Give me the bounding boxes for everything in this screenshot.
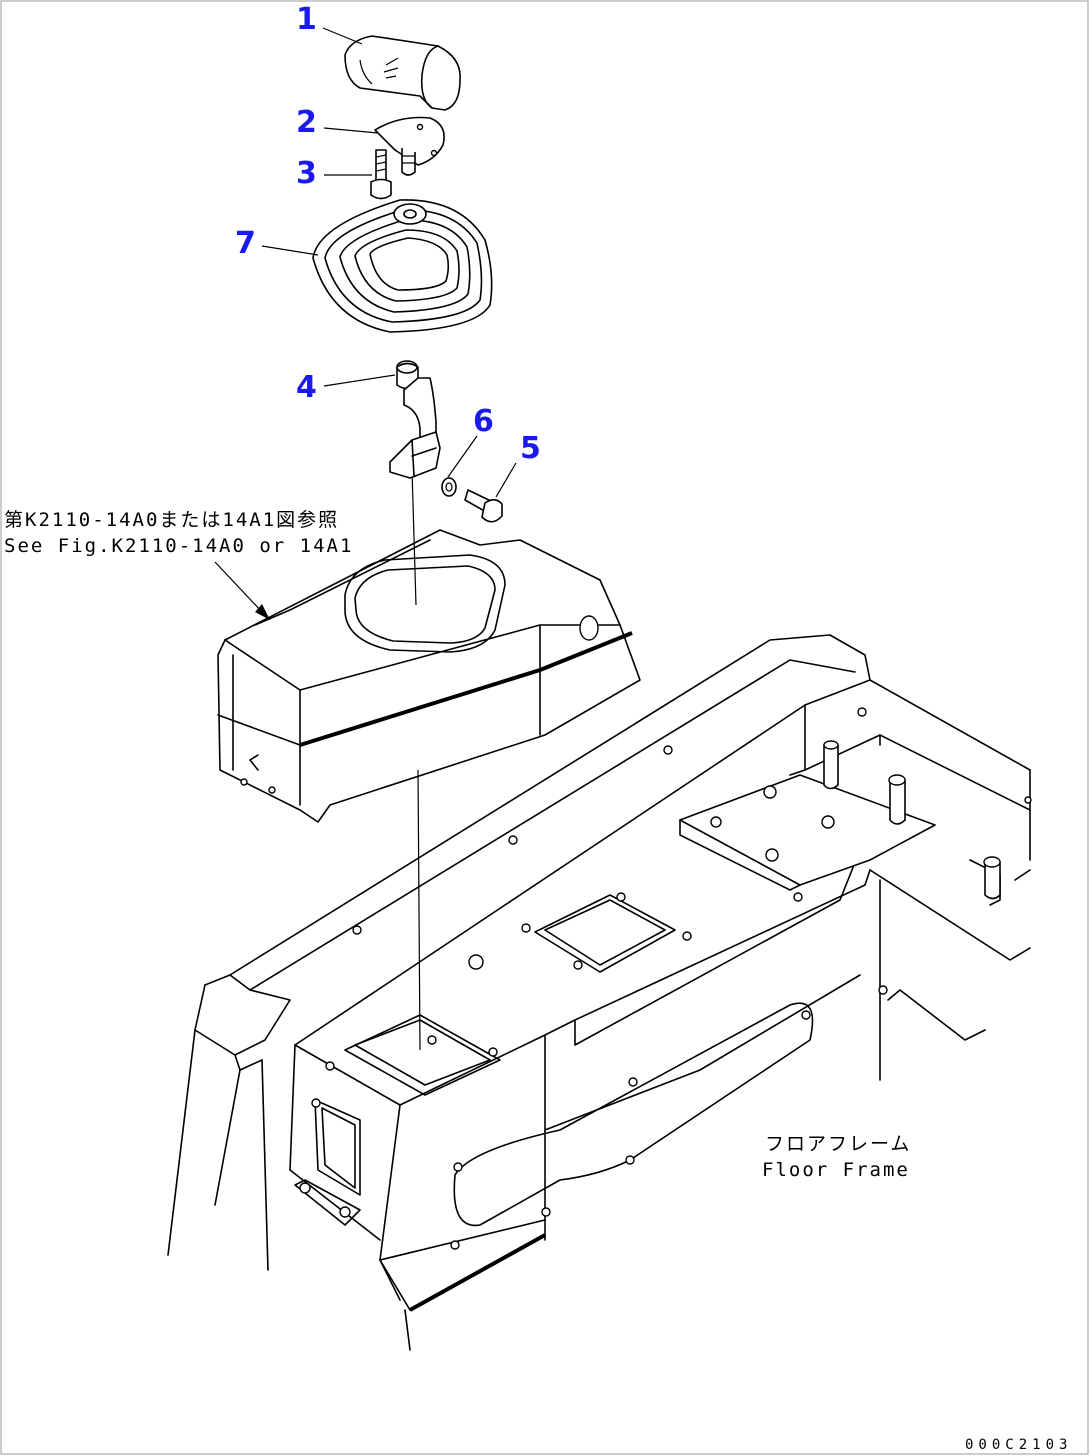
screw <box>370 149 392 200</box>
bolt <box>464 489 503 523</box>
assembly-axis-lower <box>417 769 421 1051</box>
callout-5: 5 <box>520 431 541 466</box>
boot <box>312 199 493 333</box>
knob <box>344 35 461 111</box>
console-cover <box>217 529 641 823</box>
floor-frame <box>167 634 1032 1351</box>
lever <box>389 360 441 479</box>
leader-5 <box>495 462 517 498</box>
callout-7: 7 <box>235 226 256 261</box>
frame-label-en: Floor Frame <box>762 1159 910 1181</box>
leader-7 <box>261 245 319 256</box>
reference-note-en: See Fig.K2110-14A0 or 14A1 <box>4 535 353 557</box>
leader-6 <box>447 435 478 478</box>
leader-1 <box>322 27 363 45</box>
frame-label-jp: フロアフレーム <box>765 1133 911 1155</box>
callout-3: 3 <box>296 156 317 191</box>
drawing-code: 000C2103 <box>965 1437 1072 1453</box>
reference-arrow-line <box>214 561 265 615</box>
leader-4 <box>323 374 396 387</box>
callout-2: 2 <box>296 105 317 140</box>
reference-note-jp: 第K2110-14A0または14A1図参照 <box>4 509 339 531</box>
washer-hole <box>445 482 453 492</box>
plate <box>374 116 445 176</box>
callout-4: 4 <box>296 370 317 405</box>
leader-2 <box>323 127 379 134</box>
washer <box>441 477 457 497</box>
reference-arrow-head <box>255 604 270 620</box>
callout-6: 6 <box>473 404 494 439</box>
callout-1: 1 <box>296 2 317 37</box>
assembly-axis-upper <box>411 469 417 606</box>
